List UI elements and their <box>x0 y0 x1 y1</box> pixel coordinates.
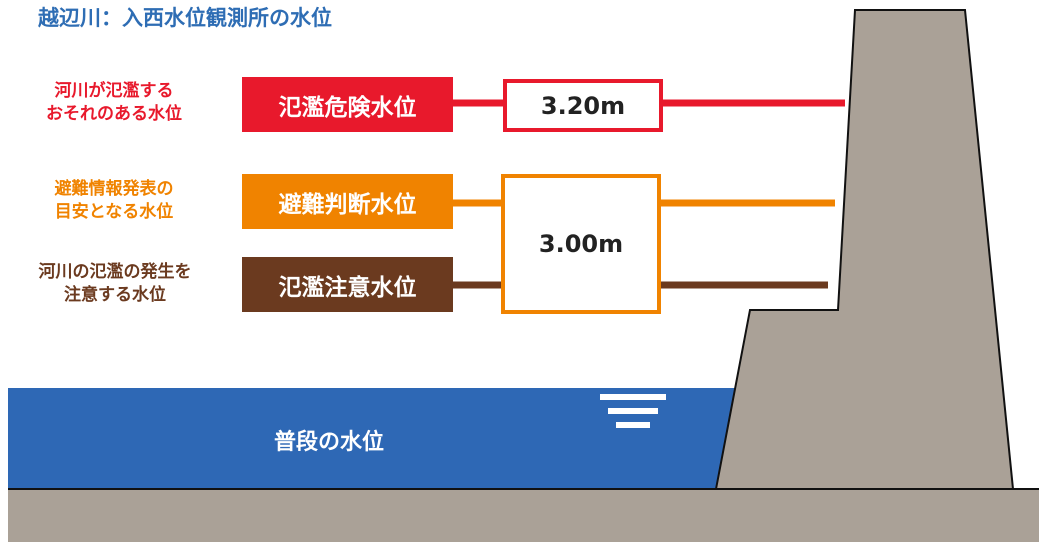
danger-desc-line2: おそれのある水位 <box>46 104 182 124</box>
evacuation-desc-line2: 目安となる水位 <box>54 202 174 222</box>
evacuation-level-description: 避難情報発表の 目安となる水位 <box>14 178 214 224</box>
danger-level-value: 3.20m <box>503 79 663 132</box>
caution-level-label: 氾濫注意水位 <box>242 257 453 312</box>
levee <box>714 9 1015 490</box>
diagram-title: 越辺川：入西水位観測所の水位 <box>38 6 332 30</box>
caution-level-description: 河川の氾濫の発生を 注意する水位 <box>0 261 230 307</box>
danger-desc-line1: 河川が氾濫する <box>54 81 174 101</box>
evacuation-level-value: 3.00m <box>501 174 661 314</box>
caution-desc-line1: 河川の氾濫の発生を <box>38 262 192 282</box>
danger-level-description: 河川が氾濫する おそれのある水位 <box>14 80 214 126</box>
normal-level-label: 普段の水位 <box>274 430 385 455</box>
normal-water-body <box>8 388 738 490</box>
evacuation-level-label: 避難判断水位 <box>242 174 453 229</box>
evacuation-desc-line1: 避難情報発表の <box>54 179 174 199</box>
caution-desc-line2: 注意する水位 <box>64 285 166 305</box>
danger-level-label: 氾濫危険水位 <box>242 77 453 132</box>
ground <box>8 489 1039 542</box>
water-surface-icon <box>600 394 666 428</box>
